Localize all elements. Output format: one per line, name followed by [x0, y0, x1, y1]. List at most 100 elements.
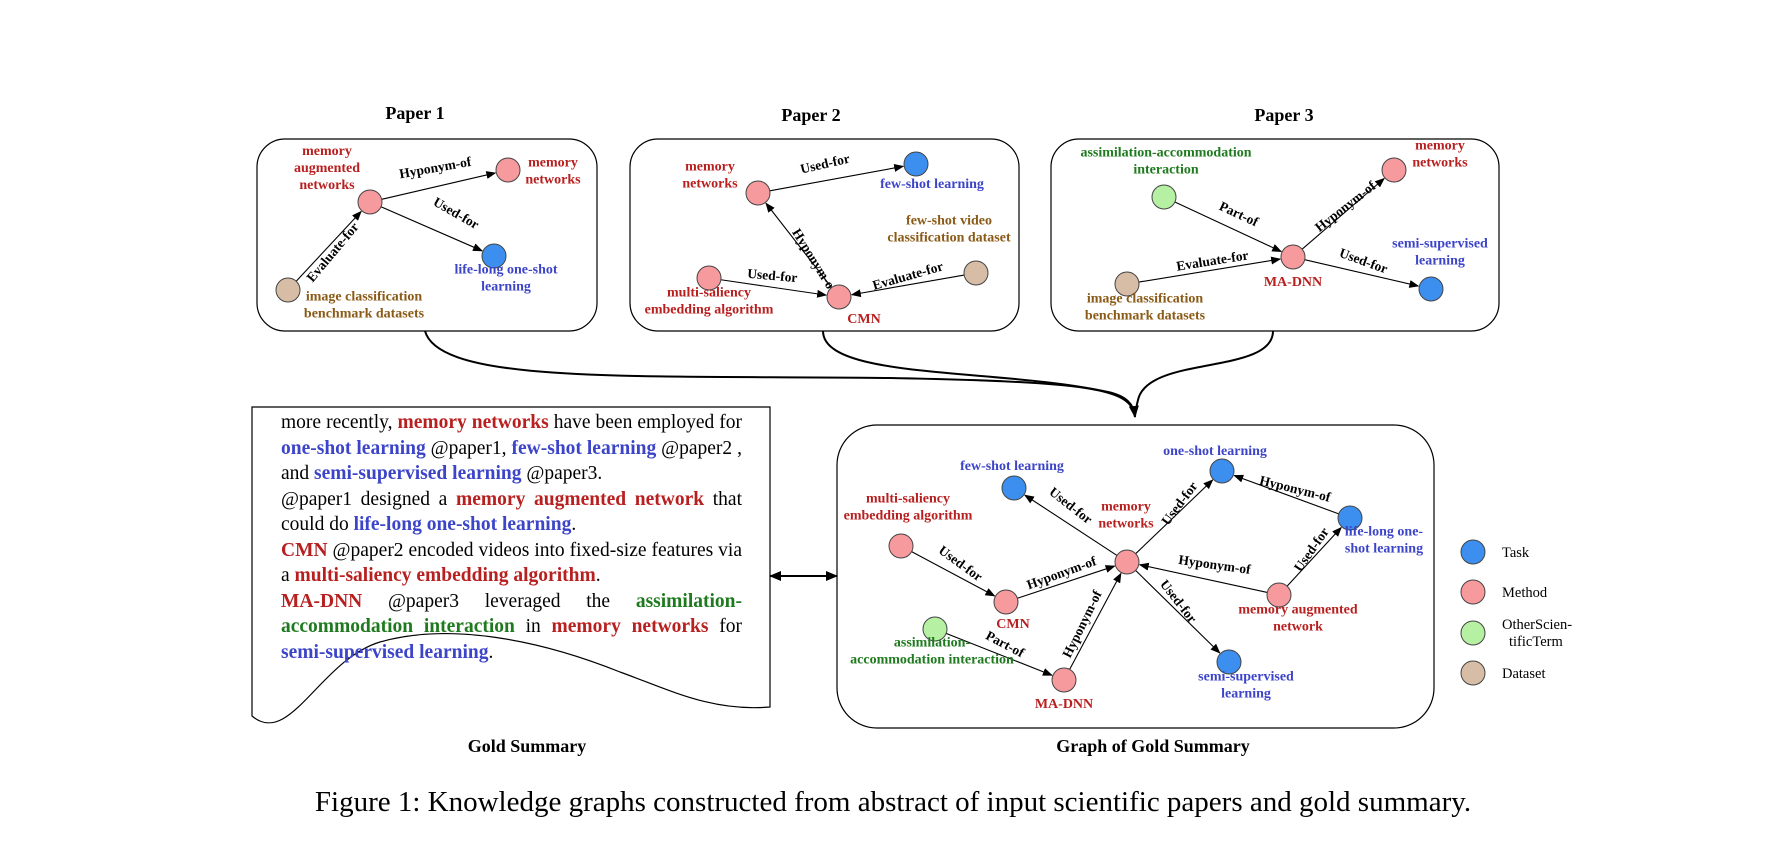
gold-edge-cmn-mn [1017, 565, 1116, 599]
gold-edge-madnn-mn [1069, 572, 1122, 670]
gold-node-fsl [1001, 475, 1027, 501]
gold-summary-text: more recently, memory networks have been… [281, 410, 742, 665]
gold-node-msea [888, 533, 914, 559]
paper-2-edge-label: Used-for [747, 266, 798, 285]
paper-1-node-icbd [275, 277, 301, 303]
paper-2-panel: Paper 2 [629, 105, 1020, 332]
gold-node-ssl [1216, 649, 1242, 675]
gold-edge-mn-osl [1135, 479, 1214, 555]
summary-sentence-4: MA-DNN @paper3 leveraged the assimilatio… [281, 589, 742, 666]
gold-edge-label: Hyponym-of [1059, 588, 1105, 660]
gold-edge-label: Hyponym-of [1258, 473, 1333, 505]
paper-2-edge-cmn-mn [765, 202, 833, 288]
paper-2-title: Paper 2 [781, 105, 840, 125]
paper-2-edge-label: Hyponym-of [789, 226, 841, 296]
legend-label-method: Method [1502, 585, 1548, 601]
legend-swatch-method [1460, 579, 1486, 605]
gold-node-lols [1337, 505, 1363, 531]
gold-edge-man-mn [1138, 562, 1268, 593]
gold-edge-label: Hyponym-of [1025, 553, 1099, 592]
paper-1-panel: Paper 1 [256, 103, 598, 332]
summary-entity-task: one-shot learning [281, 437, 426, 459]
paper-1-edge-man-lols [380, 206, 483, 252]
gold-node-label-lols: life-long one-shot learning [1345, 525, 1424, 557]
paper-1-edge-label: Used-for [431, 194, 482, 232]
paper-2-node-label-cmn: CMN [847, 312, 880, 327]
connectors [424, 330, 1274, 581]
summary-text-run: more recently, [281, 412, 398, 433]
paper-1-edge-label: Hyponym-of [398, 154, 473, 181]
summary-text-run: @paper1, [425, 437, 512, 459]
paper-2-edge-msea-cmn [720, 279, 828, 298]
summary-entity-method: MA-DNN [281, 590, 363, 612]
summary-text-run: have been employed for [548, 412, 742, 433]
gold-edge-label: Used-for [1291, 525, 1332, 575]
connector-paper-3-to-gold [1134, 330, 1274, 418]
paper-3-node-aai [1151, 184, 1177, 210]
paper-1-node-mn [495, 157, 521, 183]
gold-node-aai [922, 616, 948, 642]
paper-2-node-cmn [826, 284, 852, 310]
paper-1-node-man [357, 189, 383, 215]
gold-node-label-aai: assimilation-accommodation interaction [850, 636, 1014, 668]
summary-entity-method: memory networks [397, 412, 549, 433]
paper-2-node-label-fsl: few-shot learning [880, 177, 984, 192]
paper-2-edge-label: Used-for [799, 151, 851, 177]
connector-paper-2-to-gold [822, 330, 1136, 418]
gold-graph-panel: Graph of Gold Summary [836, 424, 1435, 756]
legend-swatch-task [1460, 539, 1486, 565]
paper-2-edge-mn-fsl [769, 164, 905, 192]
summary-text-run: @paper1 designed a [281, 488, 457, 510]
legend-label-dataset: Dataset [1502, 666, 1545, 682]
summary-entity-method: memory networks [551, 616, 709, 637]
summary-text-run: @paper3. [521, 463, 603, 484]
summary-text-run: @paper2 encoded videos into fixed-size f… [281, 539, 742, 587]
summary-text-run: for [708, 616, 742, 637]
summary-entity-method: memory augmented network [456, 488, 705, 510]
gold-node-man [1266, 582, 1292, 608]
paper-1-title: Paper 1 [385, 103, 444, 123]
gold-node-label-madnn: MA-DNN [1035, 697, 1093, 712]
summary-text-run: @paper3 leveraged the [362, 590, 636, 612]
summary-text-run: @paper2 , and [281, 437, 743, 485]
paper-3-node-icbd [1114, 271, 1140, 297]
gold-edge-label: Used-for [1157, 577, 1200, 626]
gold-edge-label: Used-for [1158, 479, 1200, 528]
paper-2-node-msea [696, 265, 722, 291]
gold-edge-label: Hyponym-of [1178, 552, 1253, 577]
paper-3-node-madnn [1280, 244, 1306, 270]
legend-swatch-dataset [1460, 660, 1486, 686]
paper-2-edge-fsv-cmn [850, 274, 965, 298]
legend-swatch-other [1460, 620, 1486, 646]
paper-2-node-fsv [963, 260, 989, 286]
paper-3-edge-madnn-mn [1301, 177, 1385, 250]
paper-1-edge-man-mn [381, 171, 497, 200]
summary-sentence-2: @paper1 designed a memory augmented netw… [281, 487, 742, 538]
summary-entity-other: assimilation-accommodation interaction [281, 590, 742, 638]
legend-label-other: OtherScien-tificTerm [1502, 617, 1572, 650]
paper-3-edge-aai-madnn [1174, 201, 1283, 253]
paper-2-edge-label: Evaluate-for [871, 258, 945, 292]
gold-graph-title: Graph of Gold Summary [1056, 736, 1250, 756]
summary-entity-method: CMN [281, 539, 328, 561]
gold-edge-label: Used-for [1046, 484, 1095, 527]
gold-node-cmn [993, 589, 1019, 615]
gold-node-label-fsl: few-shot learning [960, 459, 1064, 474]
paper-2-node-mn [745, 180, 771, 206]
summary-entity-task: life-long one-shot learning [353, 514, 572, 535]
